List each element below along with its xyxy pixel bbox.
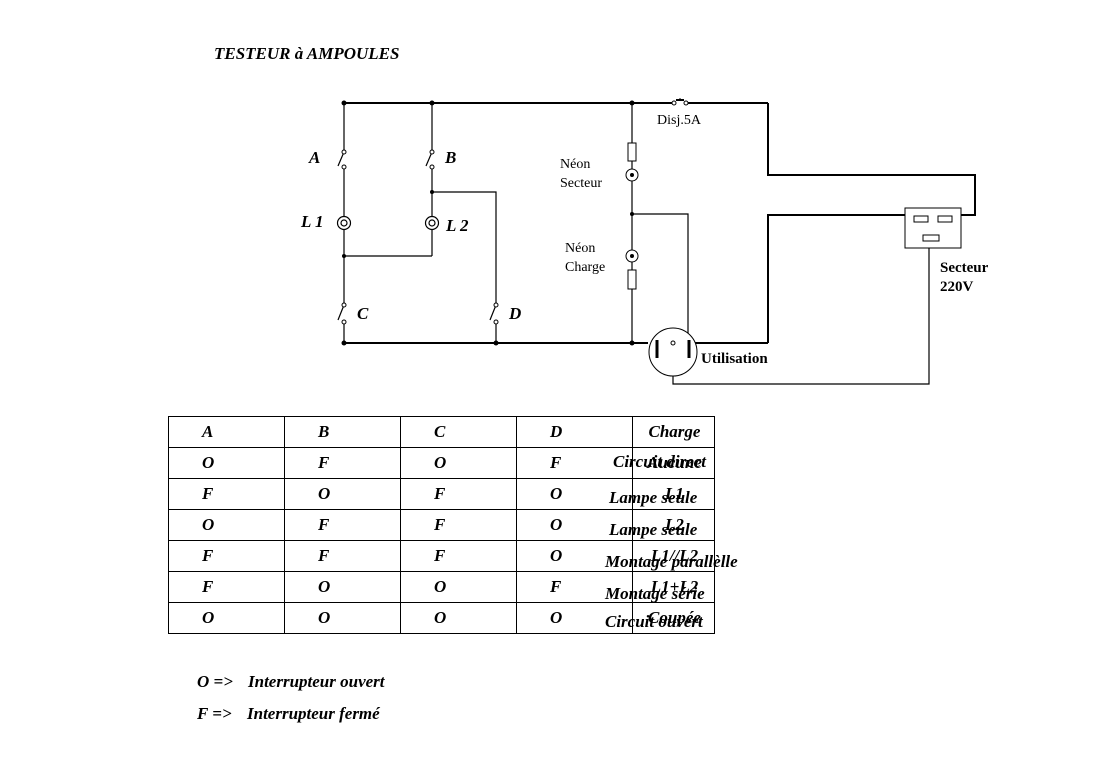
plug-icon xyxy=(904,207,962,249)
table-header-row: A B C D Charge xyxy=(168,416,715,448)
neon-charge-label-1: Néon xyxy=(565,241,596,256)
table-header-cell: D xyxy=(516,416,633,448)
table-cell: L2 xyxy=(632,509,715,541)
neon-charge-icon xyxy=(625,249,639,263)
neon-secteur-label-1: Néon xyxy=(560,157,591,172)
table-cell: F xyxy=(284,509,401,541)
table-cell: O xyxy=(168,602,285,634)
table-row: F O F O L1 xyxy=(168,478,715,510)
breaker-label: Disj.5A xyxy=(657,113,701,128)
row-description: Lampe seule xyxy=(609,520,698,539)
socket-icon xyxy=(648,327,698,377)
secteur-label-1: Secteur xyxy=(940,260,989,276)
table-cell: L1 xyxy=(632,478,715,510)
table-cell: O xyxy=(284,478,401,510)
table-cell: F xyxy=(400,509,517,541)
switch-b-label: B xyxy=(445,148,457,167)
row-description: Montage série xyxy=(605,584,705,603)
row-description: Circuit direct xyxy=(613,452,707,471)
table-cell: L1+L2 xyxy=(632,571,715,603)
lamp-l2-icon xyxy=(424,215,440,231)
table-cell: F xyxy=(168,571,285,603)
table-cell: F xyxy=(168,478,285,510)
row-description: Montage parallèlle xyxy=(605,552,738,571)
table-row: O F O F Aucune xyxy=(168,447,715,479)
table-cell: L1//L2 xyxy=(632,540,715,572)
table-row: O F F O L2 xyxy=(168,509,715,541)
neon-secteur-icon xyxy=(625,168,639,182)
table-header-cell: B xyxy=(284,416,401,448)
row-description: Lampe seule xyxy=(609,488,698,507)
resistor-secteur-icon xyxy=(627,142,637,162)
table-row: O O O O Coupée xyxy=(168,602,715,634)
utilisation-label: Utilisation xyxy=(701,351,768,367)
truth-table: A B C D Charge O F O F Aucune F O F O L1… xyxy=(168,416,715,634)
table-cell: F xyxy=(284,540,401,572)
table-cell: F xyxy=(516,447,633,479)
table-cell: Coupée xyxy=(632,602,715,634)
lamp-l2-label: L 2 xyxy=(446,216,469,235)
table-cell: O xyxy=(400,602,517,634)
resistor-charge-icon xyxy=(627,269,637,290)
secteur-label-2: 220V xyxy=(940,279,974,295)
legend-closed-text: Interrupteur fermé xyxy=(247,704,380,723)
table-cell: O xyxy=(168,509,285,541)
circuit-diagram xyxy=(336,98,976,385)
legend-open-text: Interrupteur ouvert xyxy=(248,672,385,691)
switch-d-label: D xyxy=(509,304,522,323)
table-cell: O xyxy=(400,447,517,479)
table-cell: O xyxy=(516,602,633,634)
table-cell: F xyxy=(168,540,285,572)
table-header-cell: Charge xyxy=(632,416,715,448)
table-cell: F xyxy=(400,478,517,510)
row-description: Circuit ouvert xyxy=(605,612,703,631)
table-cell: Aucune xyxy=(632,447,715,479)
table-cell: O xyxy=(284,571,401,603)
page-title: TESTEUR à AMPOULES xyxy=(214,44,400,63)
lamp-l1-icon xyxy=(336,215,352,231)
table-cell: O xyxy=(400,571,517,603)
table-cell: O xyxy=(284,602,401,634)
table-cell: F xyxy=(400,540,517,572)
table-header-cell: C xyxy=(400,416,517,448)
neon-charge-label-2: Charge xyxy=(565,260,606,275)
table-row: F O O F L1+L2 xyxy=(168,571,715,603)
legend-open-symbol: O => xyxy=(197,672,233,691)
table-cell: O xyxy=(168,447,285,479)
legend-closed-symbol: F => xyxy=(197,704,232,723)
breaker-icon xyxy=(671,98,689,106)
neon-secteur-label-2: Secteur xyxy=(560,176,602,191)
switch-a-label: A xyxy=(309,148,321,167)
table-cell: F xyxy=(284,447,401,479)
table-cell: O xyxy=(516,509,633,541)
table-header-cell: A xyxy=(168,416,285,448)
lamp-l1-label: L 1 xyxy=(301,212,324,231)
switch-c-label: C xyxy=(357,304,369,323)
